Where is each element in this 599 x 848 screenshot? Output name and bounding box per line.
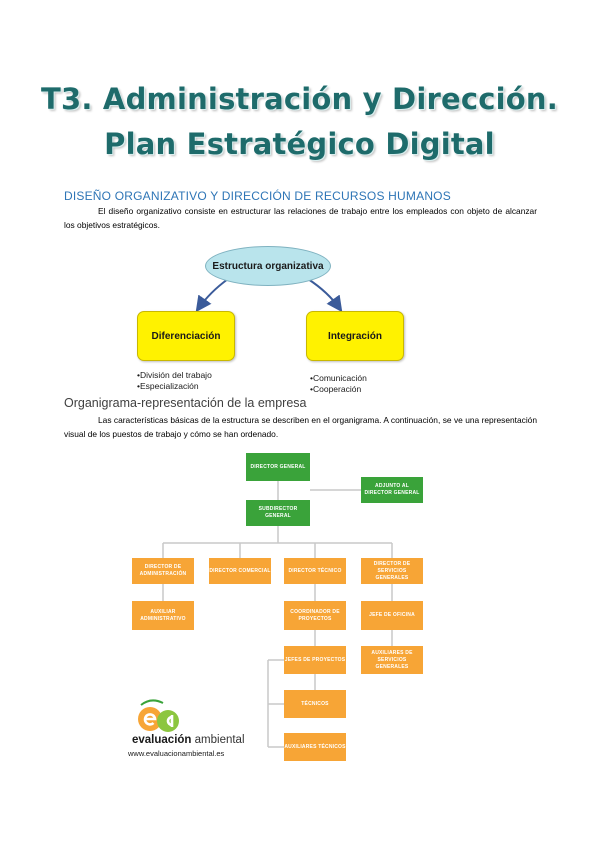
arrow-to-integracion (307, 278, 343, 313)
org-tecnicos: TÉCNICOS (284, 690, 346, 718)
org-director-servicios: DIRECTOR DE SERVICIOS GENERALES (361, 558, 423, 584)
org-subdirector-general: SUBDIRECTOR GENERAL (246, 500, 310, 526)
logo-brand-bold: evaluación (132, 734, 192, 746)
org-jefe-oficina: JEFE DE OFICINA (361, 601, 423, 630)
org-jefes-proyectos: JEFES DE PROYECTOS (284, 646, 346, 674)
org-auxiliares-tecnicos: AUXILIARES TÉCNICOS (284, 733, 346, 761)
bullet-item: •Comunicación (310, 373, 367, 383)
integracion-bullets: •Comunicación •Cooperación (310, 373, 367, 395)
bullet-item: •Especialización (137, 381, 199, 391)
org-auxiliares-servicios: AUXILIARES DE SERVICIOS GENERALES (361, 646, 423, 674)
org-director-general: DIRECTOR GENERAL (246, 453, 310, 481)
arrow-to-diferenciacion (195, 278, 229, 313)
org-coordinador-proyectos: COORDINADOR DE PROYECTOS (284, 601, 346, 630)
estructura-organizativa-node: Estructura organizativa (205, 246, 331, 286)
integracion-box: Integración (306, 311, 404, 361)
logo-brand-light: ambiental (191, 734, 245, 746)
org-director-comercial: DIRECTOR COMERCIAL (209, 558, 271, 584)
section-heading: DISEÑO ORGANIZATIVO Y DIRECCIÓN DE RECUR… (64, 189, 451, 203)
org-director-administracion: DIRECTOR DE ADMINISTRACIÓN (132, 558, 194, 584)
diferenciacion-bullets: •División del trabajo •Especialización (137, 370, 212, 392)
org-auxiliar-administrativo: AUXILIAR ADMINISTRATIVO (132, 601, 194, 630)
org-adjunto-director: ADJUNTO AL DIRECTOR GENERAL (361, 477, 423, 503)
paragraph-organigrama: Las características básicas de la estruc… (64, 415, 537, 439)
paragraph-intro: El diseño organizativo consiste en estru… (64, 206, 537, 230)
document-title-line1: T3. Administración y Dirección. (41, 82, 558, 116)
bullet-item: •División del trabajo (137, 370, 212, 380)
organigrama-heading: Organigrama-representación de la empresa (64, 396, 307, 410)
document-title-line2: Plan Estratégico Digital (104, 127, 495, 161)
logo-url: www.evaluacionambiental.es (128, 749, 225, 758)
org-director-tecnico: DIRECTOR TÉCNICO (284, 558, 346, 584)
evaluacion-ambiental-logo (138, 699, 179, 732)
diferenciacion-box: Diferenciación (137, 311, 235, 361)
bullet-item: •Cooperación (310, 384, 362, 394)
logo-brand-text: evaluación ambiental (132, 734, 245, 746)
